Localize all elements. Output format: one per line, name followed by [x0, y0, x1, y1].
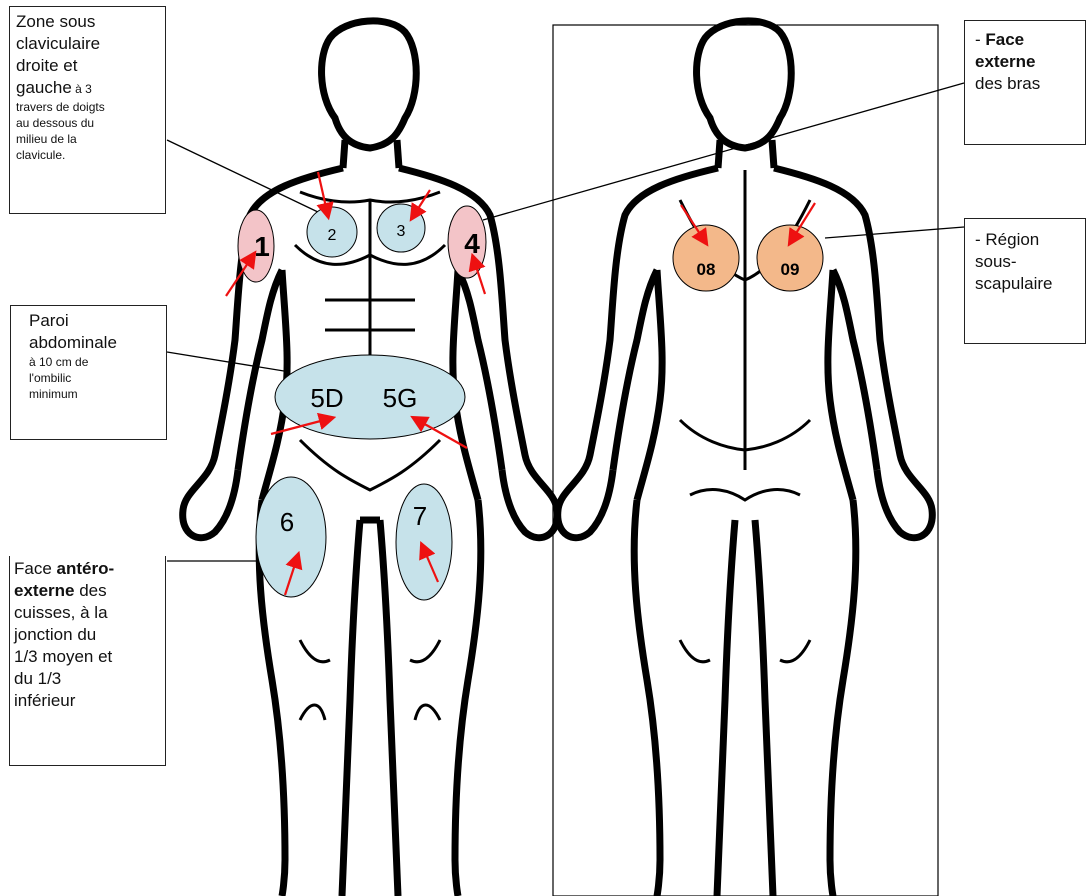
callout-text-bold: externe — [975, 52, 1035, 71]
callout-text: des — [74, 581, 106, 600]
callout-subclavicular: Zone sous claviculaire droite et gauche … — [9, 6, 166, 214]
zone-08-label: 08 — [697, 260, 716, 279]
zone-2-label: 2 — [328, 227, 337, 244]
zone-4-label: 4 — [464, 228, 480, 259]
zone-5d-label: 5D — [310, 383, 343, 413]
zone-7-label: 7 — [413, 501, 427, 531]
zone-3-label: 3 — [397, 223, 406, 240]
callout-text: jonction du — [14, 625, 96, 644]
zone-6-label: 6 — [280, 507, 294, 537]
callout-text-bold: Face — [985, 30, 1024, 49]
zone-09-label: 09 — [781, 260, 800, 279]
callout-thigh: Face antéro- externe des cuisses, à la j… — [9, 556, 166, 766]
callout-text: - Région — [975, 230, 1039, 249]
callout-text-bold: antéro- — [57, 559, 115, 578]
callout-text-bold: externe — [14, 581, 74, 600]
callout-text: droite et — [16, 56, 77, 75]
callout-text: Zone sous — [16, 12, 95, 31]
callout-text: scapulaire — [975, 274, 1053, 293]
callout-text: cuisses, à la — [14, 603, 108, 622]
callout-text: Face — [14, 559, 57, 578]
callout-text: inférieur — [14, 691, 75, 710]
callout-scapula: - Région sous- scapulaire — [964, 218, 1086, 344]
callout-abdominal-wall: Paroi abdominale à 10 cm de l'ombilic mi… — [10, 305, 167, 440]
arrow-zone-3 — [412, 190, 430, 218]
callout-text: clavicule. — [16, 148, 65, 162]
callout-text: - — [975, 30, 985, 49]
zone-1-label: 1 — [254, 231, 270, 262]
callout-text: des bras — [975, 74, 1040, 93]
callout-text: à 3 — [72, 82, 92, 96]
front-body-details — [295, 192, 445, 720]
zone-09-left-scapular — [757, 225, 823, 291]
zone-08-right-scapular — [673, 225, 739, 291]
callout-text: claviculaire — [16, 34, 100, 53]
callout-text: sous- — [975, 252, 1017, 271]
callout-text: travers de doigts — [16, 100, 105, 114]
callout-text: à 10 cm de — [29, 355, 88, 369]
callout-text: au dessous du — [16, 116, 94, 130]
callout-text: abdominale — [29, 333, 117, 352]
callout-text: gauche — [16, 78, 72, 97]
callout-arm: - Face externe des bras — [964, 20, 1086, 145]
callout-text: 1/3 moyen et — [14, 647, 112, 666]
front-body-outline — [183, 21, 558, 896]
callout-text: milieu de la — [16, 132, 77, 146]
callout-text: du 1/3 — [14, 669, 61, 688]
callout-text: minimum — [29, 387, 78, 401]
zone-5g-label: 5G — [383, 383, 418, 413]
callout-text: l'ombilic — [29, 371, 71, 385]
callout-text: Paroi — [29, 311, 69, 330]
